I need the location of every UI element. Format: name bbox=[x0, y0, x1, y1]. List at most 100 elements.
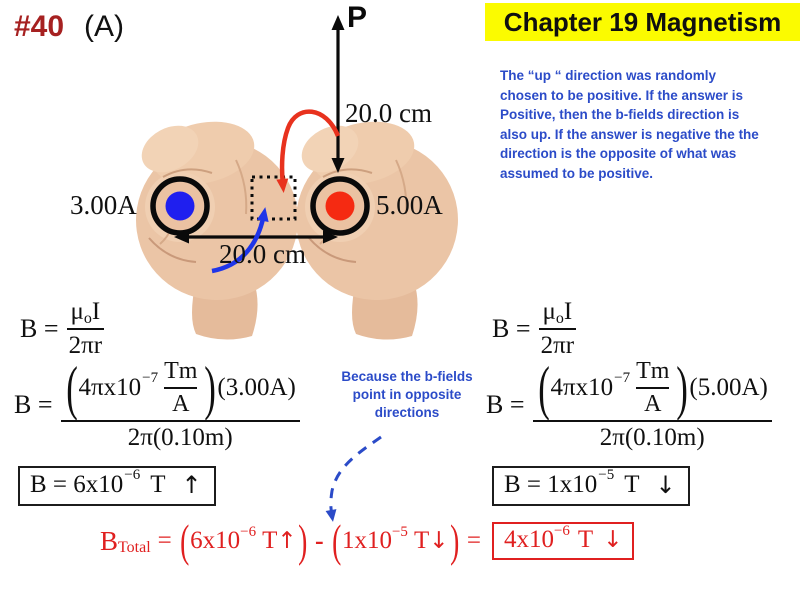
mu-subscript: o bbox=[83, 310, 92, 327]
open-paren: ( bbox=[537, 354, 550, 421]
right-wire-marker bbox=[310, 176, 370, 236]
sign-convention-note: The “up “ direction was randomly chosen … bbox=[500, 66, 800, 183]
open-paren: ( bbox=[179, 514, 190, 566]
left-wire-marker bbox=[150, 176, 210, 236]
note-line: Positive, then the b-fields direction is bbox=[500, 107, 740, 122]
note-line: point in opposite bbox=[352, 387, 462, 402]
note-line: assumed to be positive. bbox=[500, 165, 654, 181]
close-paren: ) bbox=[204, 354, 217, 421]
result-unit: T bbox=[624, 471, 640, 498]
current-factor: (3.00A) bbox=[217, 374, 296, 401]
right-substituted-formula: B = ( 4πx10−7 Tm A ) (5.00A) 2π(0.10m) bbox=[486, 358, 772, 452]
minus-sign: - bbox=[314, 526, 324, 555]
current-symbol: I bbox=[563, 298, 573, 325]
left-current-label: 3.00A bbox=[70, 190, 137, 220]
term1-value: 6x10 bbox=[190, 527, 241, 554]
term2-unit: T bbox=[413, 527, 430, 554]
note-line: also up. If the answer is negative the t… bbox=[500, 126, 759, 142]
right-result-box: B = 1x10−5 T ↓ bbox=[492, 466, 690, 506]
formula-denominator: 2πr bbox=[68, 332, 103, 359]
problem-part: (A) bbox=[84, 10, 124, 43]
banner-title: Chapter 19 Magnetism bbox=[503, 6, 782, 37]
total-result-box: 4x10−6 T ↓ bbox=[491, 522, 635, 560]
open-paren: ( bbox=[331, 514, 341, 566]
formula-lead: B = bbox=[14, 390, 53, 419]
unit-denominator: A bbox=[644, 391, 662, 417]
exponent: −6 bbox=[124, 466, 141, 483]
total-subscript: Total bbox=[118, 539, 151, 556]
result-unit: T bbox=[150, 471, 166, 498]
note-line: directions bbox=[374, 405, 440, 420]
formula-numerator: ( 4πx10−7 Tm A ) (5.00A) bbox=[533, 358, 772, 418]
formula-denominator: 2π(0.10m) bbox=[127, 424, 233, 451]
up-arrow-icon: ↑ bbox=[277, 528, 297, 554]
result-value: B = 1x10 bbox=[504, 471, 598, 498]
left-hand-photo bbox=[124, 111, 310, 341]
left-substituted-formula: B = ( 4πx10−7 Tm A ) (3.00A) 2π(0.10m) bbox=[14, 358, 300, 452]
horizontal-distance-label: 20.0 cm bbox=[219, 239, 306, 269]
b-total-symbol: B bbox=[100, 525, 119, 556]
note-line: chosen to be positive. If the answer is bbox=[500, 87, 744, 103]
down-arrow-icon: ↓ bbox=[429, 528, 449, 554]
result-value: B = 6x10 bbox=[30, 471, 124, 498]
fraction-bar bbox=[66, 328, 105, 330]
equals-sign: = bbox=[157, 527, 172, 554]
p-axis-arrow bbox=[331, 15, 345, 173]
mu0-value: 4πx10 bbox=[550, 374, 614, 401]
term1-unit: T bbox=[262, 527, 278, 554]
mu0-value: 4πx10 bbox=[78, 374, 142, 401]
mu-symbol: μ bbox=[542, 298, 556, 325]
problem-number: #40 bbox=[14, 10, 65, 43]
exponent: −6 bbox=[553, 522, 570, 539]
fraction-bar bbox=[636, 387, 670, 389]
up-arrow-icon: ↑ bbox=[181, 471, 202, 499]
exponent: −5 bbox=[391, 523, 408, 540]
blue-field-arc-arrow bbox=[211, 207, 269, 274]
fraction-bar bbox=[60, 420, 300, 422]
exponent: −6 bbox=[240, 523, 257, 540]
fraction-bar bbox=[538, 328, 577, 330]
vertical-distance-label: 20.0 cm bbox=[345, 98, 432, 128]
mu-subscript: o bbox=[555, 310, 564, 327]
fraction-bar bbox=[532, 420, 772, 422]
current-factor: (5.00A) bbox=[689, 374, 768, 401]
right-hand-photo bbox=[284, 111, 470, 341]
term2-value: 1x10 bbox=[341, 527, 392, 554]
formula-denominator: 2πr bbox=[540, 332, 575, 359]
formula-lead: B = bbox=[20, 314, 59, 343]
open-paren: ( bbox=[65, 354, 78, 421]
opposite-directions-note: Because the b-fields point in opposite d… bbox=[326, 368, 488, 422]
close-paren: ) bbox=[449, 514, 459, 566]
result-unit: T bbox=[577, 526, 594, 553]
note-line: Because the b-fields bbox=[341, 369, 473, 384]
unit-denominator: A bbox=[172, 391, 190, 417]
mu-symbol: μ bbox=[70, 298, 84, 325]
note-line: The “up “ direction was randomly bbox=[500, 68, 717, 83]
point-p-label: P bbox=[347, 1, 368, 34]
down-arrow-icon: ↓ bbox=[655, 471, 676, 499]
left-result-box: B = 6x10−6 T ↑ bbox=[18, 466, 216, 506]
exponent: −5 bbox=[598, 466, 615, 483]
formula-denominator: 2π(0.10m) bbox=[599, 424, 705, 451]
formula-numerator: ( 4πx10−7 Tm A ) (3.00A) bbox=[61, 358, 300, 418]
unit-numerator: Tm bbox=[164, 358, 198, 384]
red-field-arc-arrow bbox=[276, 109, 341, 193]
formula-lead: B = bbox=[486, 390, 525, 419]
down-arrow-icon: ↓ bbox=[603, 527, 623, 553]
exponent: −7 bbox=[614, 369, 631, 386]
chapter-banner: Chapter 19 Magnetism bbox=[485, 3, 800, 41]
equals-sign: = bbox=[466, 527, 481, 554]
exponent: −7 bbox=[142, 369, 159, 386]
note-line: direction is the opposite of what was bbox=[500, 146, 737, 161]
close-paren: ) bbox=[676, 354, 689, 421]
current-symbol: I bbox=[91, 298, 101, 325]
right-current-label: 5.00A bbox=[376, 190, 443, 220]
close-paren: ) bbox=[297, 514, 307, 566]
unit-numerator: Tm bbox=[636, 358, 670, 384]
